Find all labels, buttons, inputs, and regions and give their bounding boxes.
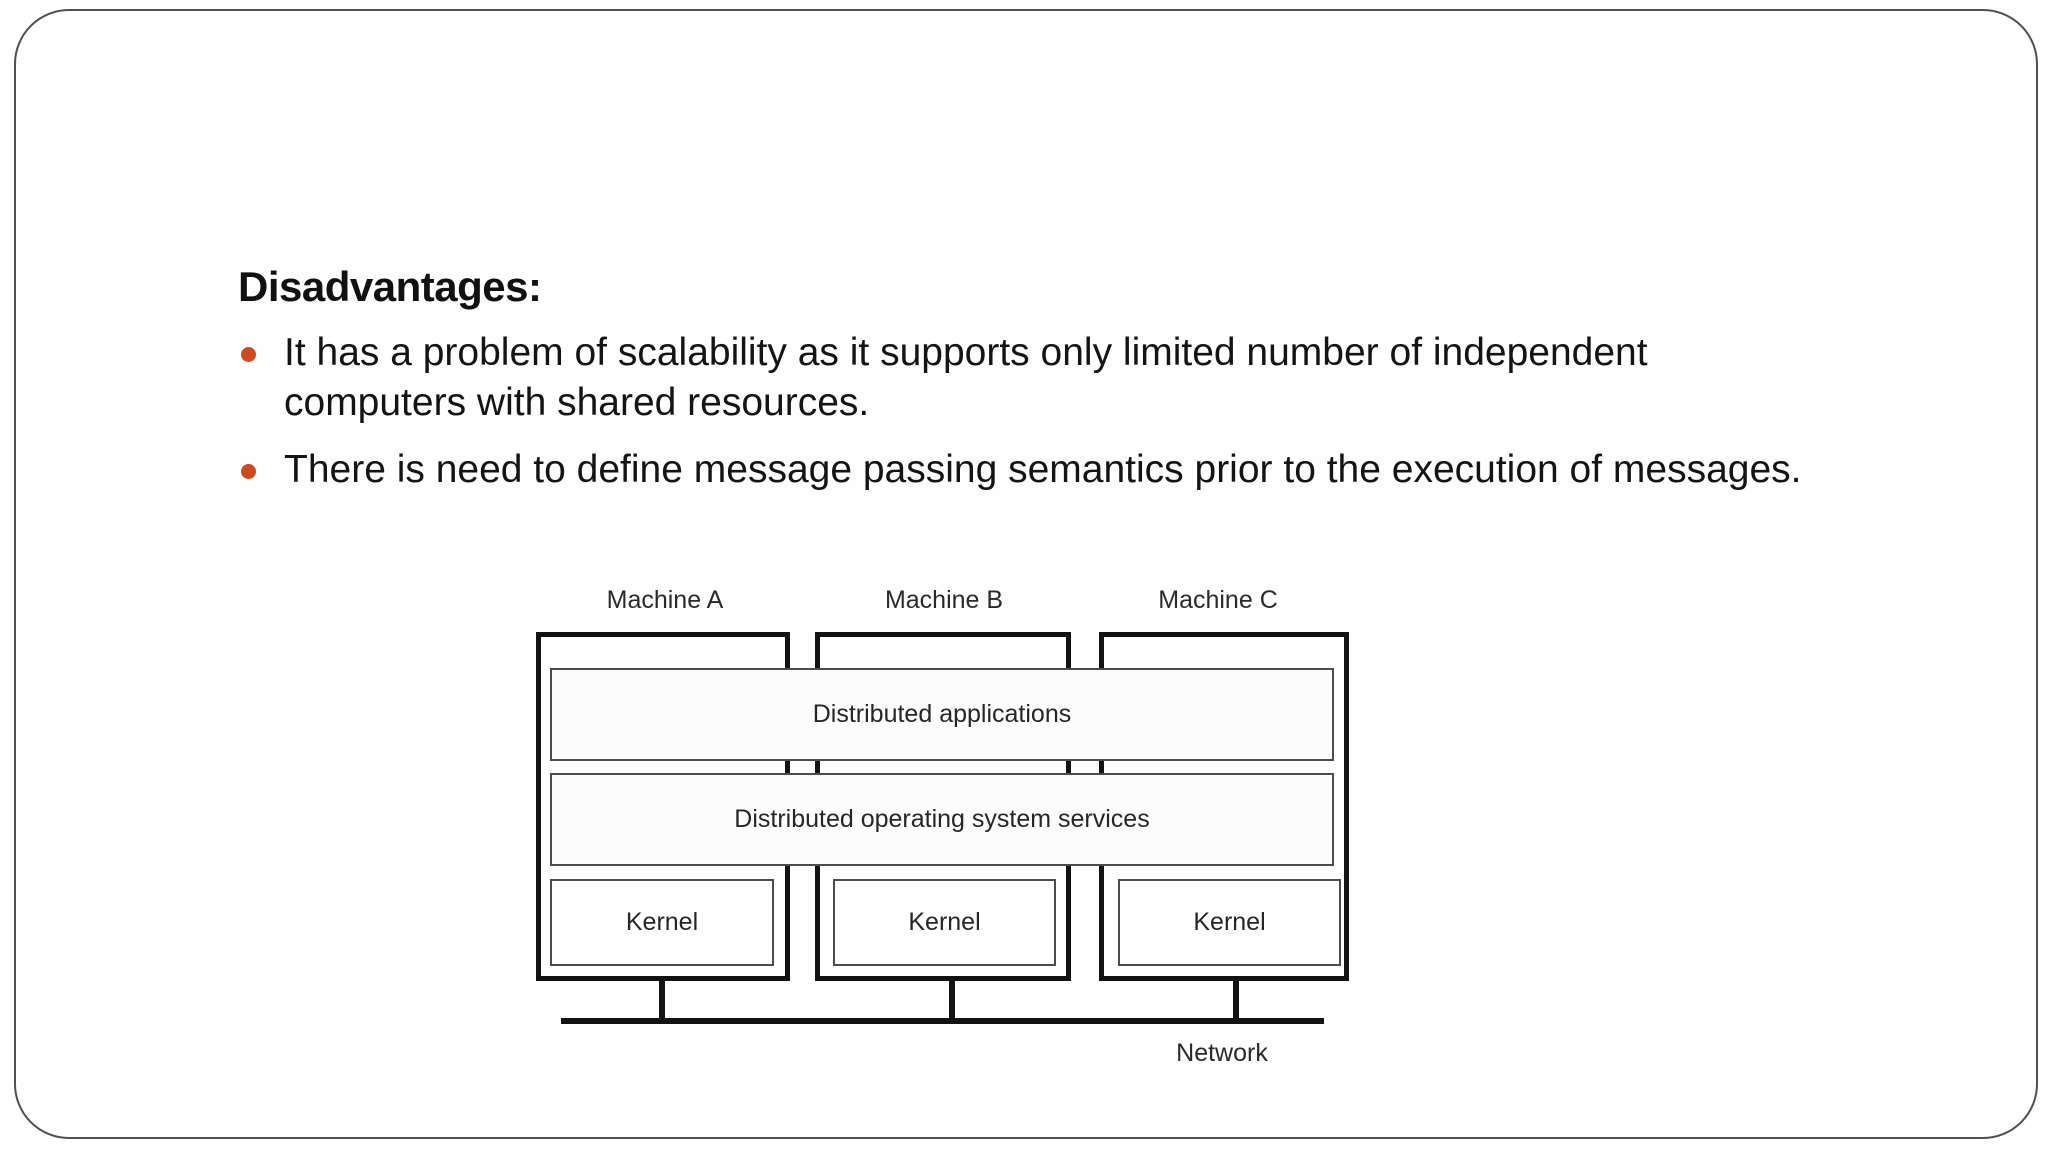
machine-a-label: Machine A (606, 586, 724, 614)
kernel-b-label: Kernel (908, 908, 981, 936)
machine-a-network-connector (659, 977, 665, 1021)
machine-c-network-connector (1233, 977, 1239, 1021)
slide-title: Disadvantages: (238, 263, 542, 310)
distributed-os-services-box: Distributed operating system services (550, 773, 1334, 866)
bullet-item: It has a problem of scalability as it su… (284, 328, 1648, 428)
network-label: Network (1176, 1039, 1268, 1067)
bullet-text-line: computers with shared resources. (284, 381, 870, 424)
network-bus-line (561, 1018, 1324, 1024)
distributed-applications-label: Distributed applications (812, 700, 1072, 728)
distributed-os-services-label: Distributed operating system services (734, 805, 1150, 833)
bullet-item: There is need to define message passing … (284, 445, 1802, 495)
distributed-os-diagram: Machine A Machine B Machine C Distribute… (516, 577, 1386, 1107)
kernel-a-box: Kernel (550, 879, 774, 966)
machine-b-network-connector (949, 977, 955, 1021)
bullet-dot (241, 464, 256, 479)
bullet-text-line: There is need to define message passing … (284, 448, 1802, 491)
slide-frame: Disadvantages: It has a problem of scala… (14, 9, 2038, 1139)
kernel-a-label: Kernel (625, 908, 699, 936)
machine-b-label: Machine B (884, 586, 1004, 614)
bullet-dot (241, 347, 256, 362)
machine-c-label: Machine C (1158, 586, 1278, 614)
distributed-applications-box: Distributed applications (550, 668, 1334, 761)
kernel-c-box: Kernel (1118, 879, 1341, 966)
kernel-b-box: Kernel (833, 879, 1056, 966)
bullet-text-line: It has a problem of scalability as it su… (284, 331, 1648, 374)
kernel-c-label: Kernel (1193, 908, 1266, 936)
